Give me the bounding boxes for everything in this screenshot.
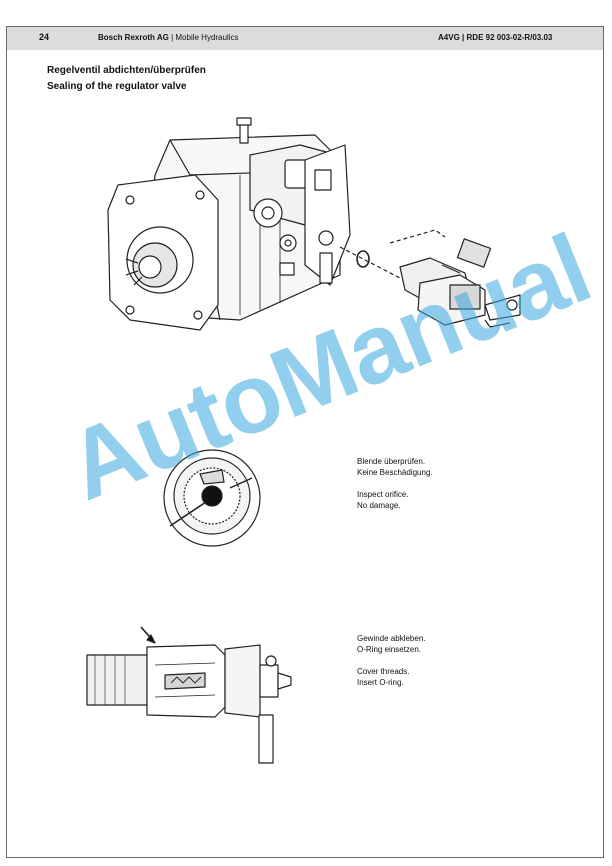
- product-name: A4VG: [438, 33, 460, 42]
- header-separator: |: [171, 33, 174, 42]
- division-name: Mobile Hydraulics: [175, 33, 239, 42]
- fig3-caption-en-1: Cover threads.: [357, 667, 410, 676]
- page-number: 24: [39, 32, 50, 42]
- docref-separator: |: [462, 33, 465, 42]
- section-title-german: Regelventil abdichten/überprüfen: [47, 65, 206, 76]
- fig2-caption-de-2: Keine Beschädigung.: [357, 468, 433, 477]
- header-bar: [6, 26, 604, 50]
- pump-assembly-illustration: [107, 117, 521, 331]
- fig2-caption-en-2: No damage.: [357, 501, 401, 510]
- regulator-valve-illustration: [86, 626, 292, 764]
- fig3-caption-de-2: O-Ring einsetzen.: [357, 645, 422, 654]
- document-reference: RDE 92 003-02-R/03.03: [466, 33, 553, 42]
- company-name: Bosch Rexroth AG: [98, 33, 169, 42]
- fig2-caption-de-1: Blende überprüfen.: [357, 457, 426, 466]
- fig2-caption-en-1: Inspect orifice.: [357, 490, 409, 499]
- orifice-inspection-illustration: [163, 449, 261, 547]
- section-title-english: Sealing of the regulator valve: [47, 81, 187, 92]
- header-company: Bosch Rexroth AG | Mobile Hydraulics: [98, 32, 239, 43]
- fig3-caption-de-1: Gewinde abkleben.: [357, 634, 426, 643]
- header-docref: A4VG | RDE 92 003-02-R/03.03: [438, 32, 552, 43]
- fig3-caption-en-2: Insert O-ring.: [357, 678, 404, 687]
